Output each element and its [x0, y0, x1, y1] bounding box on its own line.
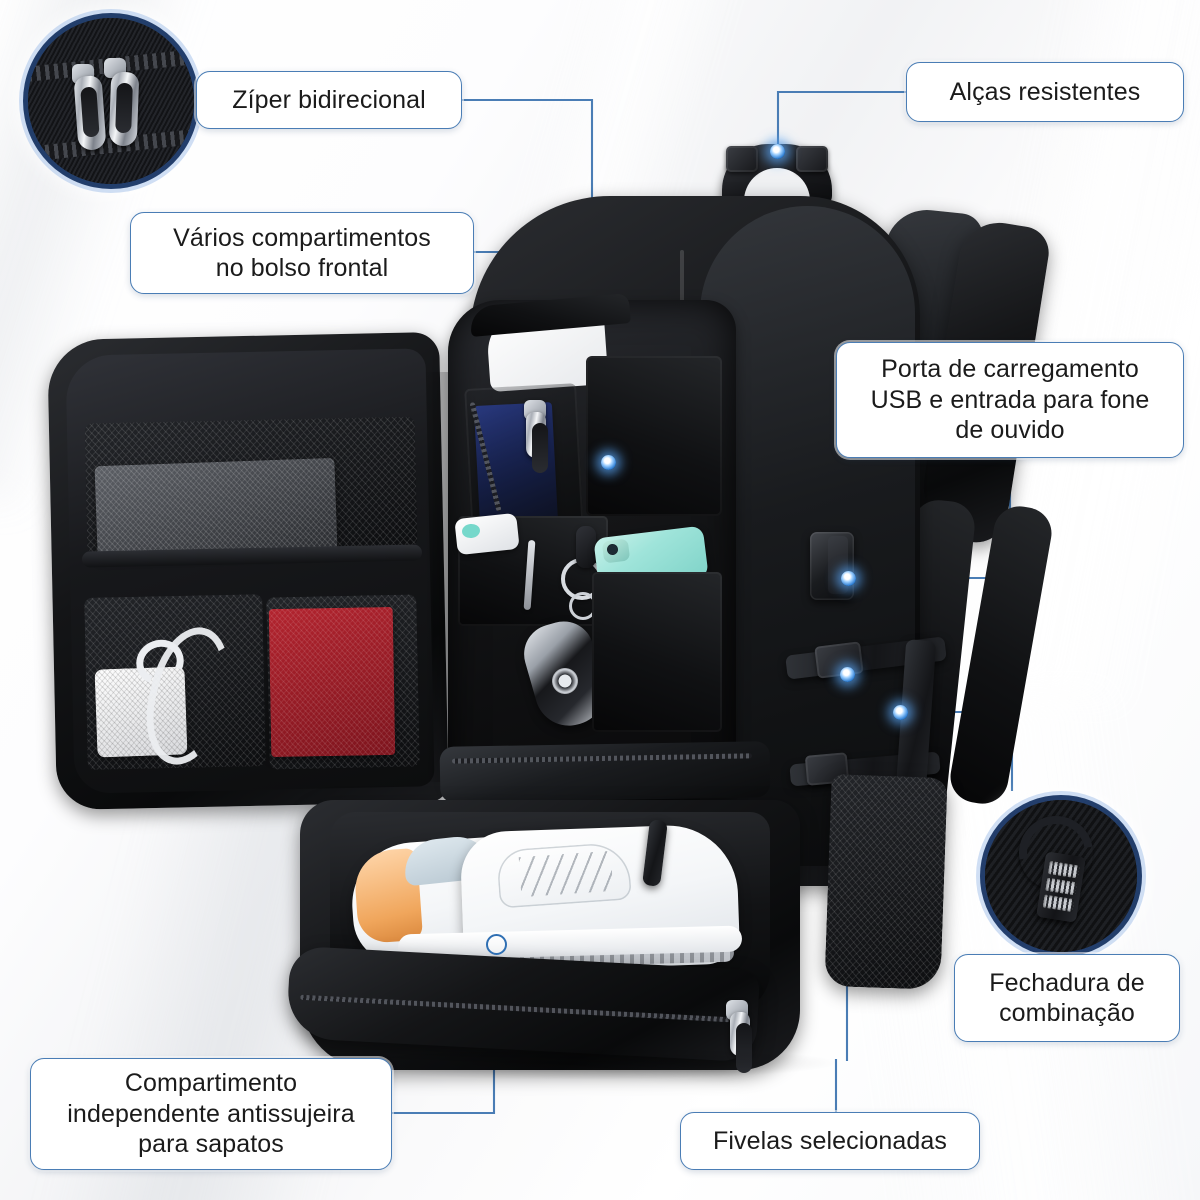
marker-dot-buckles: [840, 667, 855, 682]
shoe-front-eyelets: [518, 850, 614, 898]
callout-handles[interactable]: Alças resistentes: [906, 62, 1184, 122]
marker-dot-front-pocket: [601, 455, 616, 470]
marker-dot-lock: [893, 705, 908, 720]
organizer-phone-slot: [592, 572, 722, 732]
callout-zipper[interactable]: Zíper bidirecional: [196, 71, 462, 129]
lock-inset-photo: [985, 800, 1137, 952]
marker-dot-handles: [770, 144, 785, 159]
side-mesh-pocket: [824, 774, 948, 990]
lid-item-red-pouch: [268, 606, 396, 758]
lid-item-gray-pouch: [94, 457, 338, 559]
callout-buckles[interactable]: Fivelas selecionadas: [680, 1112, 980, 1170]
item-key-clip: [576, 526, 596, 568]
buckle-upper: [814, 641, 864, 679]
zipper-pull-a: [73, 75, 107, 151]
lock-dial-3: [1042, 894, 1075, 913]
handle-clip-left: [726, 146, 758, 172]
zipper-inset-photo: [28, 18, 194, 184]
shoe-zip-pull: [730, 1012, 752, 1073]
organizer-bottom-lip: [439, 741, 771, 803]
lock-dial-1: [1047, 860, 1080, 879]
callout-shoes[interactable]: Compartimento independente antissujeira …: [30, 1058, 392, 1170]
callout-front-pocket[interactable]: Vários compartimentos no bolso frontal: [130, 212, 474, 294]
callout-usb[interactable]: Porta de carregamento USB e entrada para…: [836, 342, 1184, 458]
lock-dial-2: [1045, 877, 1077, 896]
organizer-zip-pull: [526, 412, 548, 473]
organizer-right-panel: [586, 356, 722, 516]
zipper-pull-b: [108, 71, 140, 147]
callout-lock[interactable]: Fechadura de combinação: [954, 954, 1180, 1042]
backpack-ground-shadow: [320, 1046, 840, 1080]
handle-clip-right: [796, 146, 828, 172]
marker-dot-usb: [841, 571, 856, 586]
marker-dot-shoes: [486, 934, 507, 955]
